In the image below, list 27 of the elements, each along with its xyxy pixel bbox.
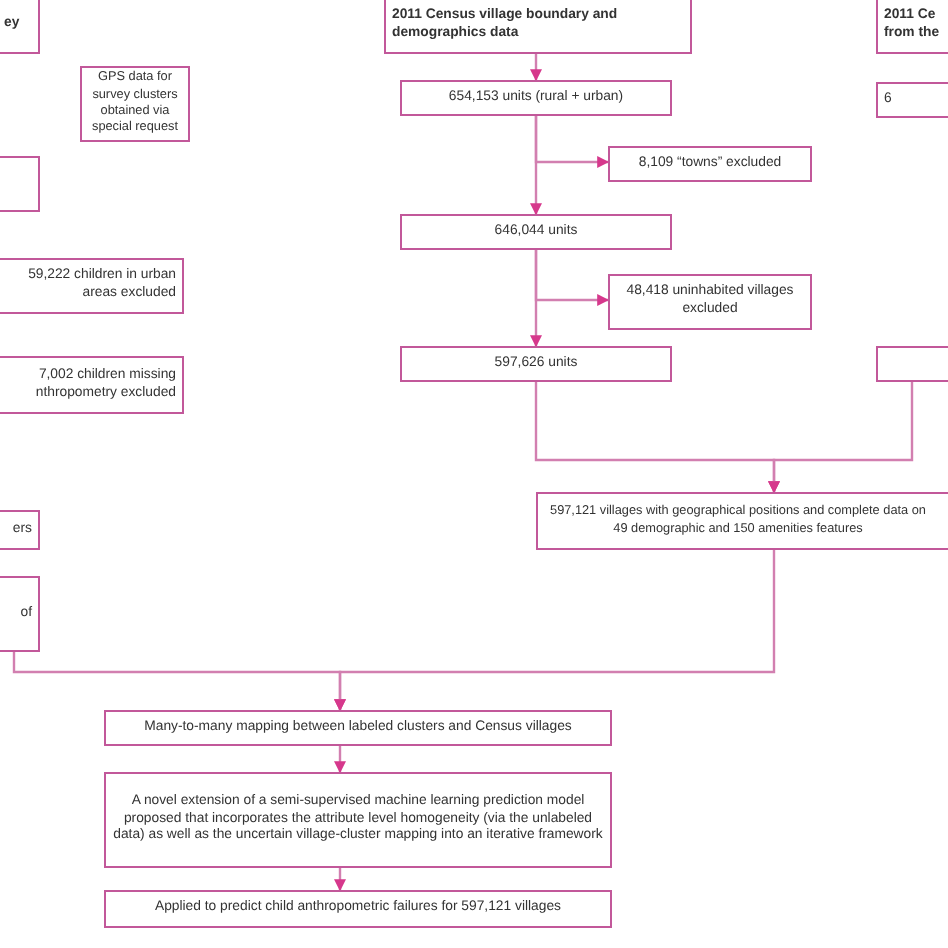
arrow	[334, 868, 346, 892]
arrow	[12, 652, 346, 712]
process-box	[0, 356, 184, 414]
process-box	[536, 492, 948, 550]
process-box	[0, 258, 184, 314]
process-box	[0, 0, 40, 54]
process-box	[0, 576, 40, 652]
process-box	[876, 82, 948, 118]
arrow	[768, 382, 914, 494]
arrow	[534, 250, 610, 306]
arrow	[530, 54, 542, 82]
process-box	[104, 772, 612, 868]
process-box	[384, 0, 692, 54]
process-box	[80, 66, 190, 142]
process-box	[0, 510, 40, 550]
process-box	[608, 274, 812, 330]
arrow	[334, 746, 346, 774]
process-box	[608, 146, 812, 182]
process-box	[400, 214, 672, 250]
empty-box	[0, 156, 40, 212]
process-box	[104, 710, 612, 746]
process-box	[876, 0, 948, 54]
empty-box	[876, 346, 948, 382]
process-box	[400, 346, 672, 382]
process-box	[400, 80, 672, 116]
arrow	[534, 116, 610, 168]
process-box	[104, 890, 612, 928]
